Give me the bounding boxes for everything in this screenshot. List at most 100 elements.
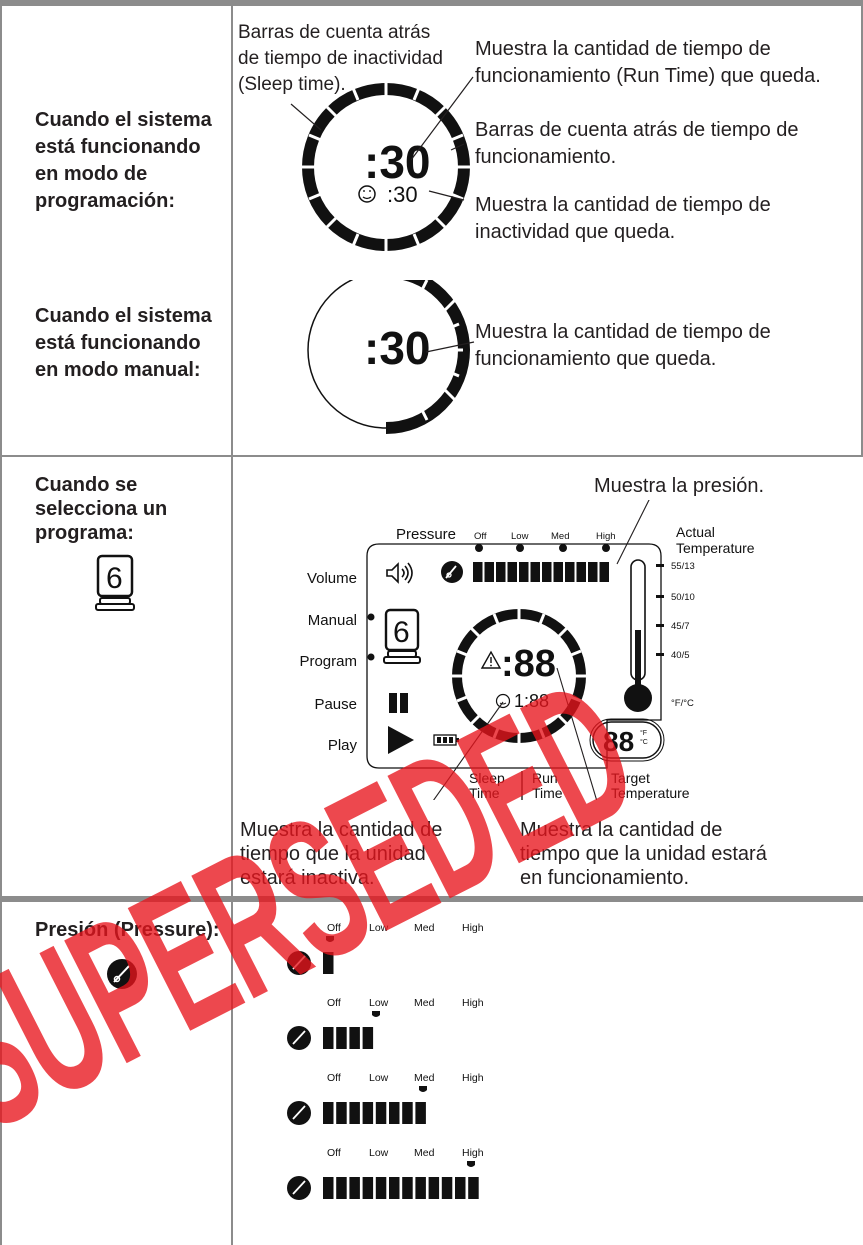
svg-text:Low: Low — [511, 531, 529, 542]
pressure-heading: Presión (Pressure): — [35, 919, 220, 941]
pressure-level-label: Off — [327, 1147, 341, 1159]
pressure-segment — [349, 1027, 360, 1049]
pressure-bar-segment — [565, 562, 575, 582]
pressure-segment — [402, 1177, 413, 1199]
programming-ring — [301, 82, 471, 252]
pressure-bar-segment — [553, 562, 563, 582]
program-icon: 6 — [95, 554, 135, 611]
pressure-segment — [375, 1177, 387, 1199]
play-icon — [388, 726, 414, 754]
manual-callout: Muestra la cantidad de tiempo de funcion… — [475, 321, 771, 370]
actual-temperature-label: Actual Temperature — [676, 524, 755, 556]
pressure-segment — [362, 1102, 374, 1124]
svg-text:Target: Target — [611, 770, 650, 786]
panel-leader-lines — [433, 500, 650, 800]
pressure-level-label: High — [462, 1147, 484, 1159]
pressure-level-label: Off — [327, 997, 341, 1009]
callout-run-time: Muestra la cantidad de tiempo de funcion… — [475, 38, 821, 87]
pressure-segment — [336, 1177, 347, 1199]
pressure-level-label: Med — [414, 997, 435, 1009]
panel-frame — [366, 543, 662, 769]
pressure-level-label: Off — [327, 1072, 341, 1084]
pressure-level-label: Med — [414, 1072, 435, 1084]
pressure-level-marker — [372, 1011, 380, 1017]
pressure-segment — [323, 1102, 334, 1124]
pressure-level-label: High — [462, 1072, 484, 1084]
pressure-segment — [362, 1177, 374, 1199]
panel-program-icon: 6 — [383, 608, 421, 664]
pressure-level-label: Med — [414, 1147, 435, 1159]
pressure-segment — [323, 1027, 334, 1049]
pressure-bar-segment — [507, 562, 517, 582]
svg-text:Temperature: Temperature — [676, 540, 755, 556]
svg-text:Sleep: Sleep — [469, 770, 505, 786]
pressure-bar-segment — [588, 562, 598, 582]
svg-text:°F: °F — [640, 729, 647, 737]
svg-text:Run: Run — [532, 770, 558, 786]
pressure-level-label: Low — [369, 1147, 389, 1159]
pressure-levels-header: Off Low Med High — [474, 531, 616, 542]
top-rule — [0, 0, 863, 6]
pressure-level-marker — [467, 1161, 475, 1167]
pressure-bar-segment — [576, 562, 586, 582]
pressure-level-label: High — [462, 922, 484, 934]
svg-text:6: 6 — [106, 562, 123, 595]
pressure-level-marker — [419, 1086, 427, 1092]
pressure-bar-segment — [496, 562, 506, 582]
rule-section-3 — [0, 896, 863, 902]
svg-text:6: 6 — [393, 616, 410, 649]
pressure-label: Pressure — [396, 526, 456, 543]
svg-text:Play: Play — [328, 737, 358, 754]
pressure-segment — [389, 1102, 400, 1124]
pressure-bar — [473, 562, 609, 582]
right-border — [861, 0, 863, 456]
pressure-level-label: Low — [369, 997, 389, 1009]
svg-text:Volume: Volume — [307, 570, 357, 587]
manual-ring — [307, 280, 470, 434]
callout-pressure: Muestra la presión. — [594, 475, 765, 497]
rule-section-2 — [0, 455, 863, 457]
pressure-level-label: High — [462, 997, 484, 1009]
svg-text:Time: Time — [532, 785, 563, 800]
svg-text:°F/°C: °F/°C — [671, 698, 694, 709]
programming-run-display: :30 — [364, 136, 430, 188]
pressure-example-row: Off Low Med High — [287, 1147, 484, 1200]
panel-run-display: :88 — [501, 643, 556, 685]
svg-text:Actual: Actual — [676, 524, 715, 540]
pressure-segment — [323, 1177, 334, 1199]
warning-icon — [480, 650, 502, 669]
pressure-example-row: Off Low Med High — [287, 997, 484, 1050]
svg-text:40/5: 40/5 — [671, 650, 690, 661]
pressure-segment — [415, 1177, 426, 1199]
temp-scale-ticks — [656, 564, 664, 656]
svg-text:55/13: 55/13 — [671, 561, 695, 572]
programming-sleep-display: :30 — [387, 182, 418, 207]
pressure-segment — [455, 1177, 466, 1199]
svg-text:Program: Program — [299, 653, 357, 670]
svg-text:Manual: Manual — [308, 612, 357, 629]
pressure-segment — [415, 1102, 426, 1124]
svg-text:88: 88 — [603, 726, 634, 757]
pressure-bar-segment — [484, 562, 494, 582]
pressure-segment — [336, 1102, 347, 1124]
pressure-segment — [389, 1177, 400, 1199]
svg-text:°C: °C — [640, 738, 648, 746]
manual-heading: Cuando el sistema está funcionando en mo… — [35, 305, 212, 381]
svg-text:Med: Med — [551, 531, 569, 542]
svg-text:Time: Time — [469, 785, 500, 800]
manual-leader-line — [425, 341, 475, 353]
svg-text:45/7: 45/7 — [671, 621, 690, 632]
thermometer-icon — [624, 559, 652, 712]
side-labels: Volume Manual Program Pause Play — [299, 570, 357, 754]
pressure-level-marker — [326, 936, 334, 942]
sleep-face-icon — [358, 185, 376, 203]
time-labels: Sleep Time Run Time Target Temperature — [469, 770, 690, 800]
programming-leader-lines — [290, 76, 474, 201]
pressure-segment — [349, 1102, 360, 1124]
callout-sleep-bars: Barras de cuenta atrás de tiempo de inac… — [238, 22, 443, 95]
svg-text:Temperature: Temperature — [611, 785, 690, 800]
pressure-segment — [428, 1177, 440, 1199]
manual-display-graphic: :30 — [307, 280, 475, 434]
pause-icon — [389, 693, 408, 713]
